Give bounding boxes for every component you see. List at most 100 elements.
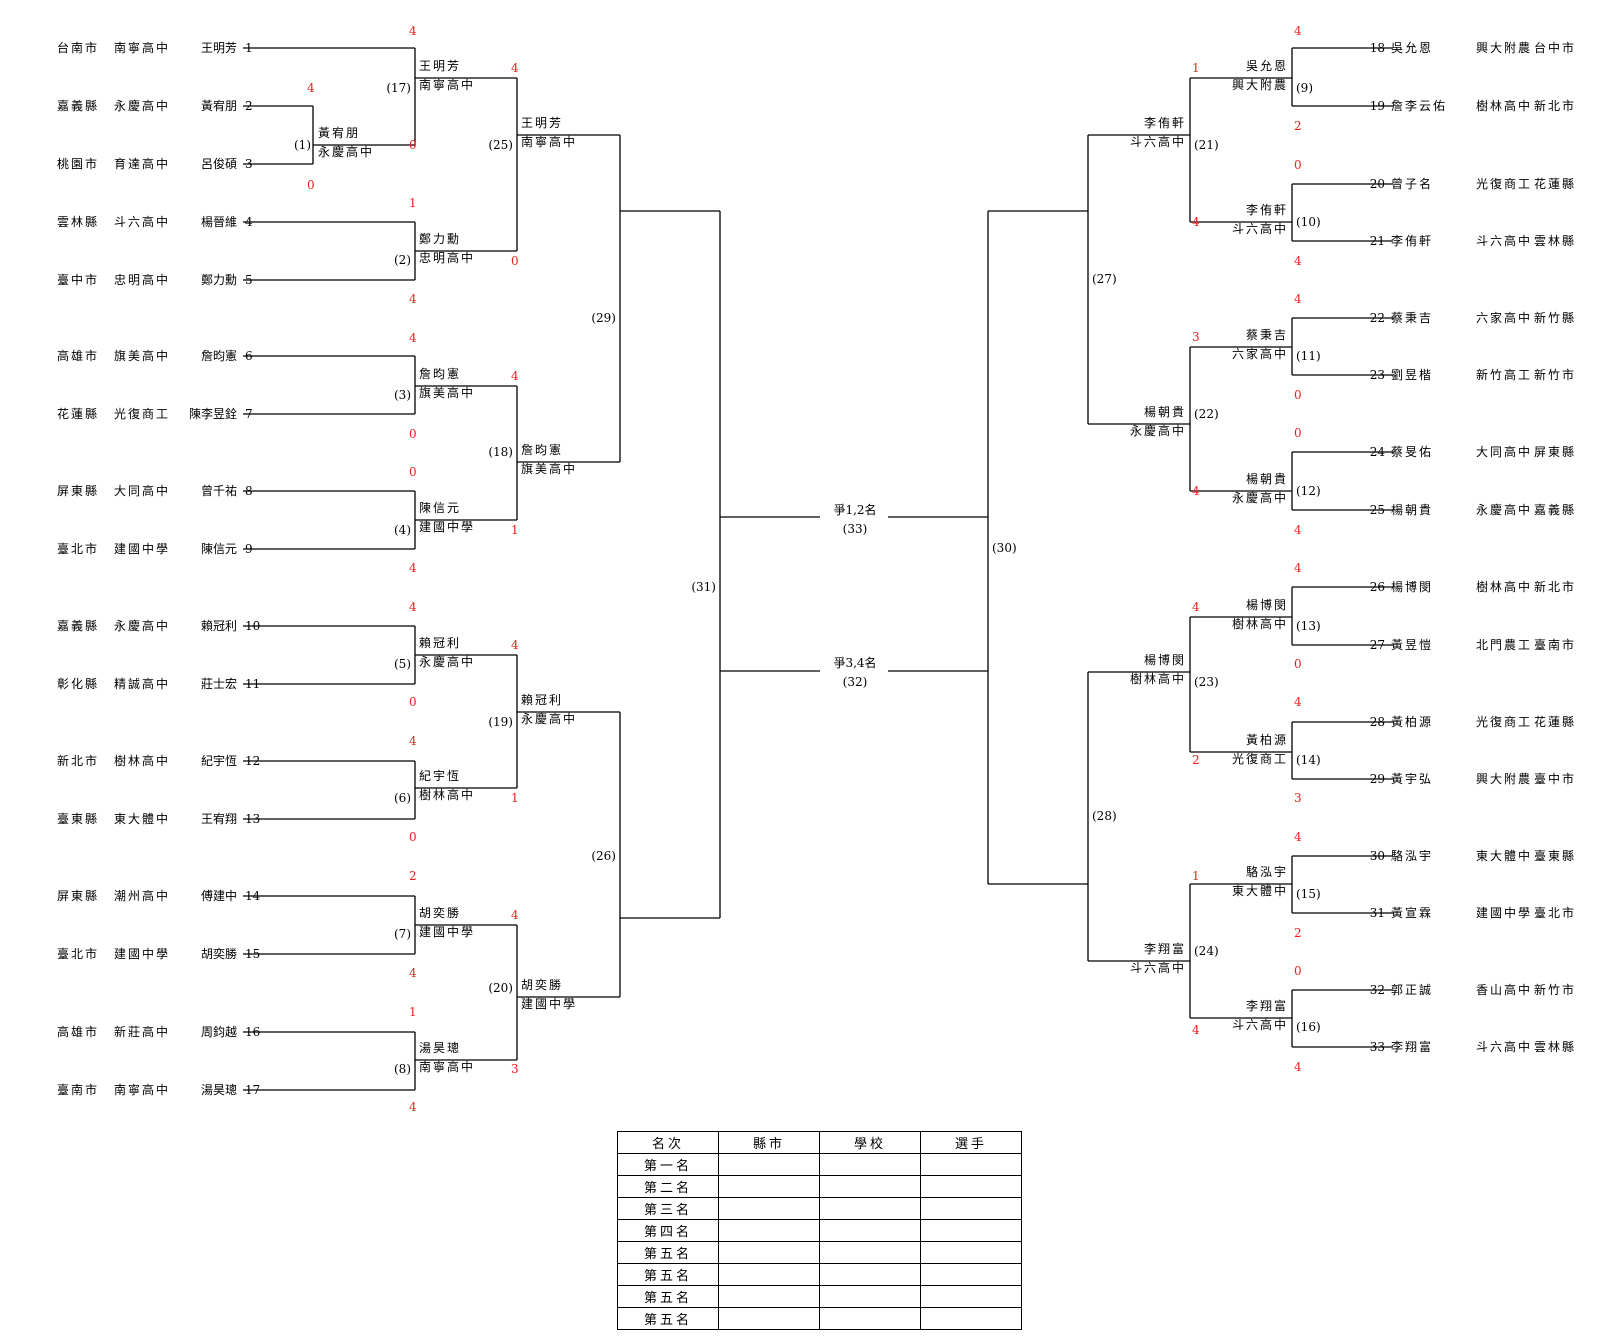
winner-name: 駱泓宇	[1245, 865, 1288, 879]
match-number: (30)	[992, 541, 1017, 555]
winner-name: 湯昊璁	[419, 1041, 462, 1055]
player-seed: 33	[1369, 1040, 1385, 1054]
county-cell	[718, 1175, 820, 1198]
player-name: 吳允恩	[1391, 41, 1434, 55]
player-name: 楊晉維	[200, 215, 237, 229]
player-county: 花蓮縣	[1534, 715, 1577, 729]
player-county: 屏東縣	[57, 484, 100, 498]
player-county: 臺北市	[1534, 906, 1577, 920]
player-county: 臺中市	[57, 273, 100, 287]
player-seed: 14	[245, 889, 261, 903]
player-school: 新竹高工	[1476, 368, 1533, 382]
match-number: (17)	[386, 81, 411, 95]
winner-school: 永慶高中	[318, 145, 375, 159]
county-cell	[718, 1219, 820, 1242]
score: 4	[1294, 561, 1302, 575]
player-seed: 2	[245, 99, 253, 113]
player-seed: 16	[245, 1025, 261, 1039]
player-name: 胡奕勝	[200, 947, 237, 961]
winner-school: 旗美高中	[419, 386, 476, 400]
player-seed: 18	[1369, 41, 1385, 55]
player-name: 郭正誠	[1391, 983, 1434, 997]
score: 4	[409, 292, 417, 306]
player-county: 新北市	[1534, 580, 1577, 594]
rank-cell: 第四名	[617, 1219, 719, 1242]
match-number: (32)	[842, 675, 868, 689]
player-school: 樹林高中	[1476, 580, 1533, 594]
score: 3	[1192, 330, 1200, 344]
player-cell	[920, 1219, 1022, 1242]
player-seed: 24	[1369, 445, 1385, 459]
player-cell	[920, 1285, 1022, 1308]
results-row: 第五名	[617, 1241, 1022, 1264]
player-school: 旗美高中	[114, 349, 171, 363]
winner-name: 詹昀憲	[521, 443, 564, 457]
score: 0	[307, 178, 315, 192]
player-name: 曾子名	[1391, 177, 1434, 191]
player-school: 斗六高中	[1476, 234, 1533, 248]
player-county: 屏東縣	[57, 889, 100, 903]
score: 4	[1192, 215, 1200, 229]
winner-school: 南寧高中	[521, 135, 578, 149]
school-cell	[819, 1307, 921, 1330]
winner-school: 興大附農	[1231, 78, 1288, 92]
player-cell	[920, 1263, 1022, 1286]
winner-name: 楊朝貴	[1143, 405, 1186, 419]
match-number: (9)	[1296, 81, 1313, 95]
score: 4	[1294, 695, 1302, 709]
header-player: 選手	[920, 1131, 1022, 1154]
player-seed: 21	[1369, 234, 1385, 248]
player-seed: 26	[1369, 580, 1385, 594]
score: 4	[1294, 1060, 1302, 1074]
score: 4	[1192, 484, 1200, 498]
player-school: 建國中學	[1476, 906, 1533, 920]
player-seed: 1	[245, 41, 253, 55]
results-row: 第四名	[617, 1219, 1022, 1242]
player-seed: 5	[245, 273, 253, 287]
score: 0	[409, 138, 417, 152]
player-name: 楊博閔	[1391, 580, 1434, 594]
player-seed: 23	[1369, 368, 1385, 382]
score: 0	[409, 427, 417, 441]
winner-school: 忠明高中	[419, 251, 476, 265]
school-cell	[819, 1241, 921, 1264]
score: 4	[1294, 292, 1302, 306]
player-county: 臺東縣	[57, 812, 100, 826]
player-name: 黃柏源	[1391, 715, 1434, 729]
score: 1	[1192, 869, 1200, 883]
player-county: 新北市	[57, 754, 100, 768]
score: 4	[409, 561, 417, 575]
player-school: 樹林高中	[114, 754, 171, 768]
winner-school: 旗美高中	[521, 462, 578, 476]
player-seed: 4	[245, 215, 253, 229]
score: 2	[409, 869, 417, 883]
winner-school: 南寧高中	[419, 78, 476, 92]
school-cell	[819, 1263, 921, 1286]
winner-school: 斗六高中	[1231, 222, 1288, 236]
player-school: 大同高中	[1476, 445, 1533, 459]
results-table: 名次 縣市 學校 選手 第一名第二名第三名第四名第五名第五名第五名第五名	[617, 1131, 1022, 1330]
rank-cell: 第三名	[617, 1197, 719, 1220]
player-school: 精誠高中	[114, 677, 171, 691]
score: 4	[1294, 830, 1302, 844]
school-cell	[819, 1197, 921, 1220]
player-seed: 20	[1369, 177, 1385, 191]
score: 4	[1192, 600, 1200, 614]
score: 0	[1294, 657, 1302, 671]
winner-name: 王明芳	[419, 59, 462, 73]
header-rank: 名次	[617, 1131, 719, 1154]
winner-school: 東大體中	[1231, 884, 1288, 898]
score: 0	[1294, 964, 1302, 978]
player-school: 樹林高中	[1476, 99, 1533, 113]
winner-name: 李翔富	[1245, 999, 1288, 1013]
player-school: 光復商工	[1476, 177, 1533, 191]
player-school: 永慶高中	[1476, 503, 1533, 517]
match-number: (6)	[394, 791, 411, 805]
winner-name: 賴冠利	[419, 636, 462, 650]
player-school: 南寧高中	[114, 1083, 171, 1097]
county-cell	[718, 1307, 820, 1330]
player-school: 大同高中	[114, 484, 171, 498]
player-school: 東大體中	[114, 812, 171, 826]
player-seed: 25	[1369, 503, 1385, 517]
